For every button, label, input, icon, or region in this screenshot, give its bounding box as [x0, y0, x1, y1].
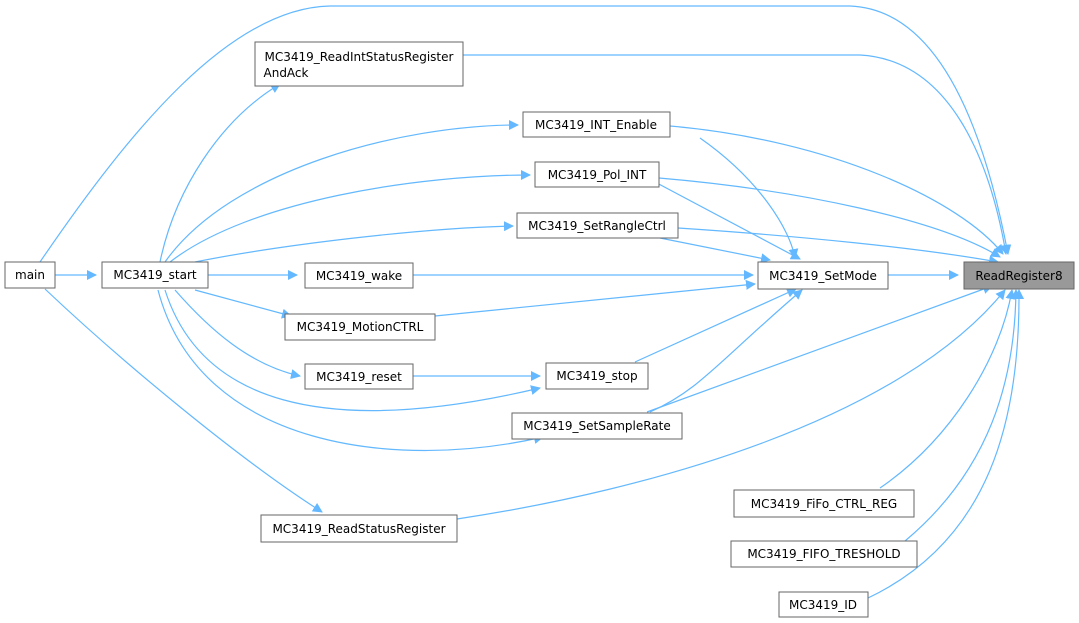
edge-id-to-readregister8 — [867, 289, 1025, 599]
node-mc3419-setsamplerate[interactable]: MC3419_SetSampleRate — [511, 412, 683, 440]
edge-setranglectrl-to-readregister8 — [677, 227, 999, 266]
edge-fifothreshold-to-readregister8 — [904, 289, 1021, 542]
node-pol-int-label: MC3419_Pol_INT — [548, 168, 647, 182]
edge-start-to-reset — [174, 289, 301, 379]
edge-int-enable-to-setmode — [699, 137, 799, 259]
node-mc3419-fifo-treshold[interactable]: MC3419_FIFO_TRESHOLD — [730, 540, 918, 568]
edge-pol-int-to-setmode — [654, 181, 801, 260]
edge-pol-int-to-readregister8 — [658, 177, 1001, 258]
node-mc3419-pol-int[interactable]: MC3419_Pol_INT — [534, 161, 660, 188]
edge-motionctrl-to-setmode — [434, 279, 756, 317]
node-mc3419-motionctrl[interactable]: MC3419_MotionCTRL — [284, 313, 436, 341]
node-mc3419-stop[interactable]: MC3419_stop — [545, 362, 649, 390]
edge-samplerate-to-setmode — [649, 289, 803, 413]
node-mc3419-int-enable[interactable]: MC3419_INT_Enable — [522, 111, 671, 138]
node-main[interactable]: main — [4, 261, 56, 289]
node-mc3419-start[interactable]: MC3419_start — [101, 261, 209, 289]
node-mc3419-fifo-ctrl-reg[interactable]: MC3419_FiFo_CTRL_REG — [733, 489, 915, 518]
node-mc3419-reset[interactable]: MC3419_reset — [304, 363, 414, 390]
edge-start-to-motionctrl — [194, 289, 292, 319]
edge-int-enable-to-readregister8 — [669, 125, 1004, 255]
edges — [39, 5, 1025, 599]
edge-main-to-readregister8 — [39, 5, 1012, 263]
node-setmode-label: MC3419_SetMode — [769, 269, 877, 283]
node-fifo-ctrl-reg-label: MC3419_FiFo_CTRL_REG — [751, 497, 897, 511]
node-stop-label: MC3419_stop — [556, 369, 637, 383]
edge-start-to-stop — [164, 289, 541, 412]
node-motionctrl-label: MC3419_MotionCTRL — [297, 320, 424, 334]
node-mc3419-setranglectrl[interactable]: MC3419_SetRangleCtrl — [516, 212, 679, 239]
edge-start-to-samplerate — [157, 289, 544, 452]
node-readstatusregister-label: MC3419_ReadStatusRegister — [272, 522, 445, 536]
node-fifo-treshold-label: MC3419_FIFO_TRESHOLD — [747, 547, 900, 561]
edge-start-to-int-enable — [164, 120, 519, 263]
edge-start-to-readintstatus — [159, 83, 281, 263]
edge-setranglectrl-to-setmode — [659, 237, 771, 264]
node-mc3419-readstatusregister[interactable]: MC3419_ReadStatusRegister — [260, 514, 458, 543]
edge-stop-to-setmode — [634, 288, 797, 363]
edge-samplerate-to-readregister8 — [646, 284, 993, 413]
node-reset-label: MC3419_reset — [316, 370, 402, 384]
node-readregister8[interactable]: ReadRegister8 — [963, 261, 1075, 290]
node-readintstatus-label-line1: MC3419_ReadIntStatusRegister — [265, 50, 454, 64]
node-mc3419-start-label: MC3419_start — [113, 268, 197, 282]
node-readintstatus-label-line2: AndAck — [264, 66, 309, 80]
node-int-enable-label: MC3419_INT_Enable — [535, 118, 657, 132]
node-mc3419-wake[interactable]: MC3419_wake — [304, 262, 414, 289]
edge-start-to-setranglectrl — [194, 221, 514, 263]
node-mc3419-id-label: MC3419_ID — [789, 598, 857, 612]
node-main-label: main — [15, 268, 45, 282]
edge-start-to-pol-int — [169, 170, 531, 263]
node-wake-label: MC3419_wake — [316, 269, 402, 283]
node-mc3419-setmode[interactable]: MC3419_SetMode — [757, 261, 889, 290]
edge-readstatusregister-to-readregister8 — [456, 289, 1006, 520]
edge-readintstatus-to-readregister8 — [463, 54, 1010, 255]
node-readregister8-label: ReadRegister8 — [975, 269, 1062, 283]
node-setsamplerate-label: MC3419_SetSampleRate — [523, 419, 671, 433]
node-setranglectrl-label: MC3419_SetRangleCtrl — [528, 219, 666, 233]
node-mc3419-id[interactable]: MC3419_ID — [778, 591, 869, 618]
node-mc3419-readintstatusregisterandack[interactable]: MC3419_ReadIntStatusRegister AndAck — [254, 41, 464, 87]
edge-fifoctrl-to-readregister8 — [879, 289, 1016, 489]
edge-main-to-readstatusregister — [44, 288, 323, 513]
